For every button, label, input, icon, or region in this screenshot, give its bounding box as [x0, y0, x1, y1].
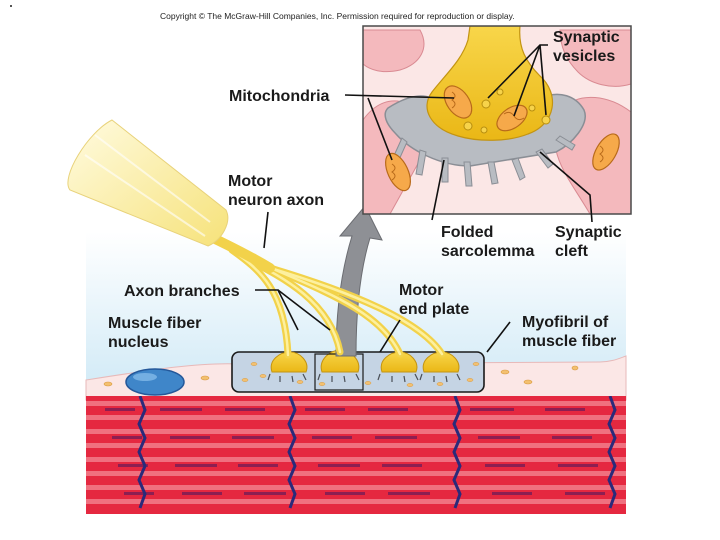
myofibrils — [86, 396, 626, 514]
label-line: neuron axon — [228, 192, 325, 209]
label-line: sarcolemma — [441, 243, 535, 260]
label-line: nucleus — [108, 334, 169, 351]
label-muscle-fiber-nucleus: Muscle fiber nucleus — [108, 314, 201, 352]
label-axon-branches: Axon branches — [124, 283, 240, 300]
label-line: Myofibril of — [522, 314, 609, 331]
label-line: muscle fiber — [522, 333, 617, 350]
label-line: Motor — [228, 173, 273, 190]
label-line: end plate — [399, 301, 470, 318]
terminal-mitochondria — [443, 85, 528, 132]
label-synaptic-cleft: Synaptic cleft — [555, 223, 622, 261]
axon-terminals — [270, 349, 460, 373]
z-lines — [137, 396, 617, 509]
label-line: vesicles — [553, 48, 616, 65]
label-myofibril: Myofibril of muscle fiber — [522, 313, 616, 351]
muscle-mitochondria — [385, 133, 620, 192]
inset-frame — [362, 25, 632, 215]
speck — [10, 5, 12, 7]
end-plate-granules — [241, 362, 480, 387]
surface-granules — [103, 365, 579, 387]
leader-lines — [255, 44, 593, 353]
label-line: Muscle fiber — [108, 315, 202, 332]
copyright-notice: Copyright © The McGraw-Hill Companies, I… — [160, 11, 515, 21]
label-line: Synaptic — [555, 224, 622, 241]
muscle-fiber-nucleus — [125, 368, 185, 396]
label-line: Motor — [399, 282, 444, 299]
label-motor-neuron-axon: Motor neuron axon — [228, 172, 324, 210]
myelin-sheath — [67, 119, 229, 247]
junctional-folds — [267, 373, 461, 383]
synaptic-vesicles-dots — [463, 88, 551, 134]
label-folded-sarcolemma: Folded sarcolemma — [441, 223, 534, 261]
label-line: Folded — [441, 224, 494, 241]
label-motor-end-plate: Motor end plate — [399, 281, 469, 319]
a-bands — [105, 408, 605, 495]
magnified-inset — [363, 26, 631, 214]
label-line: cleft — [555, 243, 588, 260]
label-synaptic-vesicles: Synaptic vesicles — [553, 28, 620, 66]
label-mitochondria: Mitochondria — [229, 88, 330, 105]
label-line: Synaptic — [553, 29, 620, 46]
